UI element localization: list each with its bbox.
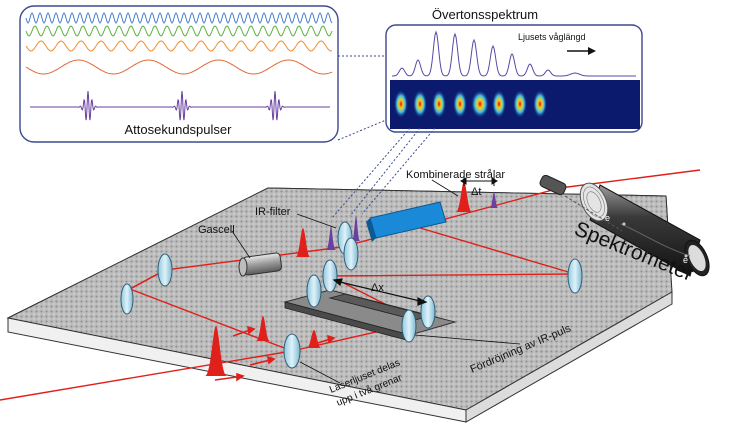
delay-mirror-2 (401, 309, 417, 343)
harmonic-spot (533, 90, 547, 118)
harmonic-spots (394, 90, 547, 118)
delta-t-label: Δt (471, 186, 481, 198)
pulse-combined-ir (456, 181, 472, 212)
pulse-ir-arm (256, 316, 270, 341)
xuv-pulse-after-filter (352, 216, 360, 241)
incoming-pulse-large (205, 326, 227, 376)
harmonic-spot (471, 90, 489, 118)
table-right-edge (465, 291, 673, 423)
electron-label-1: e (605, 213, 610, 223)
wave-green (25, 25, 333, 37)
harmonic-spot (453, 90, 467, 118)
beam-arrows (214, 325, 336, 382)
mirror-3 (322, 259, 338, 293)
wave-orange (25, 40, 333, 52)
harmonic-spot (492, 90, 506, 118)
harmonic-spectrum-curve (392, 30, 636, 77)
attosecond-panel: Attosekundspulser (19, 5, 339, 143)
delta-t-marker (460, 177, 498, 186)
xuv-pulse-filter (326, 226, 336, 250)
beam-splitter (283, 333, 301, 369)
harmonic-spot (394, 90, 408, 118)
harmonic-spot (413, 90, 427, 118)
pulse-before-filter (296, 228, 310, 257)
mirror-5 (567, 258, 583, 294)
spectrometer (539, 174, 710, 277)
delta-x-marker (332, 278, 428, 306)
gas-cell (238, 252, 283, 277)
mirror-4 (306, 274, 322, 308)
harmonic-spectrum-title: Övertonsspektrum (432, 7, 538, 22)
recombiner-mirror (343, 237, 359, 271)
wave-red (25, 59, 333, 75)
attosecond-pulse-train (30, 90, 330, 121)
harmonic-spot (432, 90, 446, 118)
wave-blue (25, 12, 333, 24)
focusing-mirror (366, 201, 447, 242)
laser-pulses (205, 181, 472, 376)
mirror-2 (120, 283, 134, 315)
gas-cell-label: Gascell (198, 224, 235, 236)
incoming-laser-beam (0, 350, 293, 401)
delay-mirror-1 (420, 295, 436, 329)
wavelength-arrow (567, 47, 596, 55)
xuv-pulses (326, 192, 498, 250)
mirror-1 (157, 253, 173, 287)
optics (120, 221, 583, 369)
electron-label-2: e (683, 255, 688, 265)
wavelength-label: Ljusets våglängd (518, 32, 586, 42)
harmonic-spectrum-panel: Övertonsspektrum Ljusets våglängd (385, 7, 643, 133)
combined-beams-label: Kombinerade strålar (406, 169, 505, 181)
ir-filter-label: IR-filter (255, 206, 291, 218)
delta-x-label: Δx (371, 282, 384, 294)
harmonic-spot (513, 90, 527, 118)
leader-lines (231, 179, 521, 384)
connector-lines (331, 55, 436, 219)
xuv-pulse-combined (490, 192, 498, 208)
attosecond-label: Attosekundspulser (125, 122, 233, 137)
